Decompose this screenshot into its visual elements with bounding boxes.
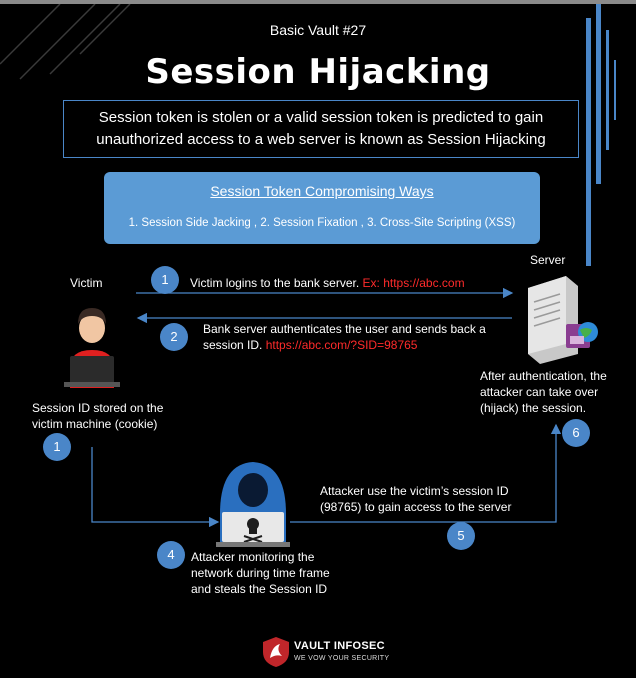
step-1-text: Victim logins to the bank server. Ex: ht… [190,275,465,291]
step-6-line-1: After authentication, the [480,368,607,384]
step-1-badge: 1 [151,266,179,294]
step-5-text: Attacker use the victim’s session ID (98… [320,483,511,515]
step-5-badge: 5 [447,522,475,550]
step-4-badge: 4 [157,541,185,569]
step-2-session-label: session ID. [203,338,262,352]
line-victim-to-attacker [92,447,218,522]
step-6-line-2: attacker can take over [480,384,607,400]
step-6-line-3: (hijack) the session. [480,400,607,416]
step-2-url: https://abc.com/?SID=98765 [266,338,418,352]
victim-storage-note: Session ID stored on the victim machine … [32,400,163,432]
step-2-badge: 2 [160,323,188,351]
victim-step-badge: 1 [43,433,71,461]
step-4-line-2: network during time frame [191,565,330,581]
server-icon [516,268,600,366]
step-2-line-2: session ID. https://abc.com/?SID=98765 [203,337,486,353]
step-4-line-1: Attacker monitoring the [191,549,330,565]
step-5-line-1: Attacker use the victim’s session ID [320,483,511,499]
footer-brand: VAULT INFOSEC [294,640,385,652]
step-2-text: Bank server authenticates the user and s… [203,321,486,353]
victim-note-line-1: Session ID stored on the [32,400,163,416]
vault-infosec-logo-icon [262,636,290,668]
step-4-line-3: and steals the Session ID [191,581,330,597]
hacker-icon [214,456,292,548]
step-4-text: Attacker monitoring the network during t… [191,549,330,597]
victim-note-line-2: victim machine (cookie) [32,416,163,432]
step-6-text: After authentication, the attacker can t… [480,368,607,416]
step-5-line-2: (98765) to gain access to the server [320,499,511,515]
step-1-example: Ex: https://abc.com [363,276,465,290]
step-1-description: Victim logins to the bank server. [190,276,359,290]
step-2-line-1: Bank server authenticates the user and s… [203,321,486,337]
victim-person-icon [56,298,128,390]
step-6-badge: 6 [562,419,590,447]
footer-tagline: WE VOW YOUR SECURITY [294,655,389,662]
